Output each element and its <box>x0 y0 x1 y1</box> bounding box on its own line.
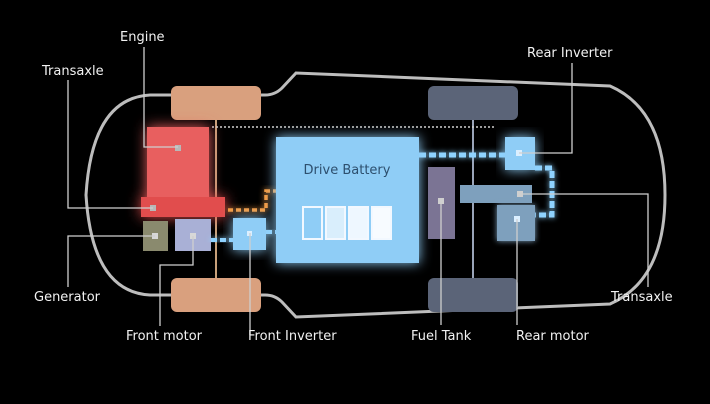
battery-cell-2 <box>325 206 346 240</box>
rear-tire-bottom <box>428 278 518 312</box>
fuel-tank-label: Fuel Tank <box>411 329 472 344</box>
leader-transaxle-rear <box>520 193 649 287</box>
front-inverter-label: Front Inverter <box>248 329 337 344</box>
leader-engine <box>143 47 178 148</box>
front-tire-bottom <box>171 278 261 312</box>
battery-cell-1 <box>302 206 323 240</box>
rear-transaxle-block <box>460 185 532 203</box>
generator-label: Generator <box>34 290 101 305</box>
drive-battery-label: Drive Battery <box>304 163 391 178</box>
engine-dot <box>175 145 181 151</box>
transaxle-rear-label: Transaxle <box>611 290 673 305</box>
leader-rear-inverter <box>519 63 573 154</box>
engine-block <box>141 127 225 217</box>
hv-cable-rear <box>419 152 555 218</box>
battery-cell-3 <box>348 206 369 240</box>
leader-front-motor <box>159 236 194 326</box>
battery-cell-4 <box>371 206 392 240</box>
rear-motor-block <box>497 205 535 241</box>
drive-battery-block <box>276 137 419 263</box>
rear-inverter-label: Rear Inverter <box>527 46 613 61</box>
leader-transaxle-front <box>67 80 153 209</box>
rear-motor-label: Rear motor <box>516 329 589 344</box>
front-motor-label: Front motor <box>126 329 203 344</box>
fuel-line <box>228 189 276 212</box>
front-tire-top <box>171 86 261 120</box>
car-body-outline <box>84 71 667 319</box>
transaxle-front-label: Transaxle <box>42 64 104 79</box>
leader-generator <box>67 235 155 287</box>
hv-cable-front <box>211 230 276 242</box>
rear-tire-top <box>428 86 518 120</box>
engine-label: Engine <box>120 30 165 45</box>
